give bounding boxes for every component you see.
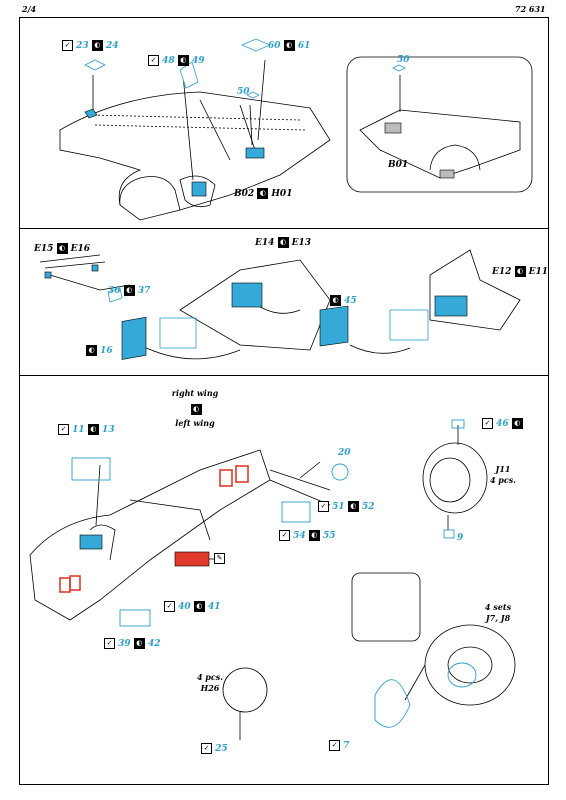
ref-39: 39 xyxy=(118,639,131,649)
reverse-icon: ◐ xyxy=(177,55,189,66)
ref-41: 41 xyxy=(207,602,221,612)
h26-caption: 4 pcs.H26 xyxy=(196,672,224,693)
ref-52: 52 xyxy=(361,502,375,512)
check-icon: ✓ xyxy=(482,418,493,429)
reverse-icon: ◐ xyxy=(511,418,523,429)
ref-25: 25 xyxy=(215,744,228,754)
check-icon: ✓ xyxy=(62,40,73,51)
page-number: 2/4 xyxy=(22,4,37,14)
check-icon: ✓ xyxy=(148,55,159,66)
ref-16: 16 xyxy=(100,346,113,356)
ref-e15: E15 xyxy=(34,244,54,254)
inset-ref-50: 50 xyxy=(397,55,410,65)
reverse-icon: ◐ xyxy=(193,601,205,612)
ref-20: 20 xyxy=(338,448,351,458)
check-icon: ✓ xyxy=(58,424,69,435)
check-icon: ✓ xyxy=(104,638,115,649)
left-wing-label: left wing xyxy=(175,418,215,428)
reverse-icon: ◐ xyxy=(257,188,269,199)
ref-48: 48 xyxy=(162,56,175,66)
reverse-icon: ◐ xyxy=(347,501,359,512)
section-3-frame xyxy=(19,375,549,785)
ref-60: 60 xyxy=(268,41,281,51)
check-icon: ✓ xyxy=(164,601,175,612)
ref-54: 54 xyxy=(293,531,306,541)
ref-37: 37 xyxy=(137,286,151,296)
ref-61: 61 xyxy=(297,41,311,51)
ref-36: 36 xyxy=(108,286,121,296)
ref-e16: E16 xyxy=(70,244,91,254)
ref-11: 11 xyxy=(72,425,85,435)
reverse-icon: ◐ xyxy=(123,285,135,296)
ref-e14: E14 xyxy=(255,238,275,248)
part-50-fill xyxy=(245,147,265,159)
reverse-icon: ◐ xyxy=(277,237,289,248)
ref-24: 24 xyxy=(105,41,119,51)
wing-outline xyxy=(59,91,331,221)
reverse-icon: ◐ xyxy=(133,638,145,649)
ref-b02: B02 xyxy=(234,189,255,199)
reverse-icon: ◐ xyxy=(308,530,320,541)
ref-42: 42 xyxy=(147,639,161,649)
reverse-icon: ◐ xyxy=(514,266,526,277)
reverse-icon: ◐ xyxy=(283,40,295,51)
ref-e11: E11 xyxy=(528,267,549,277)
ref-7: 7 xyxy=(343,741,350,751)
reverse-icon: ◐ xyxy=(91,40,103,51)
ref-e12: E12 xyxy=(492,267,512,277)
ref-55: 55 xyxy=(322,531,336,541)
reverse-icon: ◐ xyxy=(330,295,341,306)
inset-ref-b01: B01 xyxy=(388,160,409,170)
reverse-icon: ◐ xyxy=(87,424,99,435)
ref-50: 50 xyxy=(237,87,250,97)
wing-divider: ◐ xyxy=(189,403,203,415)
check-icon: ✓ xyxy=(329,740,340,751)
ref-h01: H01 xyxy=(271,189,293,199)
kit-code: 72 631 xyxy=(515,4,546,14)
paint-swatch-red xyxy=(174,551,210,567)
ref-49: 49 xyxy=(191,56,205,66)
ref-40: 40 xyxy=(178,602,191,612)
ref-9: 9 xyxy=(457,533,464,543)
reverse-icon: ◐ xyxy=(56,243,68,254)
ref-51: 51 xyxy=(332,502,345,512)
check-icon: ✓ xyxy=(279,530,290,541)
ref-46: 46 xyxy=(496,419,509,429)
part-h01-fill xyxy=(191,181,207,197)
ref-13: 13 xyxy=(101,425,115,435)
reverse-icon: ◐ xyxy=(86,345,97,356)
right-wing-label: right wing xyxy=(171,388,219,398)
ref-23: 23 xyxy=(76,41,89,51)
check-icon: ✓ xyxy=(201,743,212,754)
check-icon: ✓ xyxy=(318,501,329,512)
paint-brush-icon: ✎ xyxy=(214,553,225,564)
ref-45: 45 xyxy=(344,296,357,306)
reverse-icon: ◐ xyxy=(190,403,202,415)
ref-e13: E13 xyxy=(291,238,312,248)
